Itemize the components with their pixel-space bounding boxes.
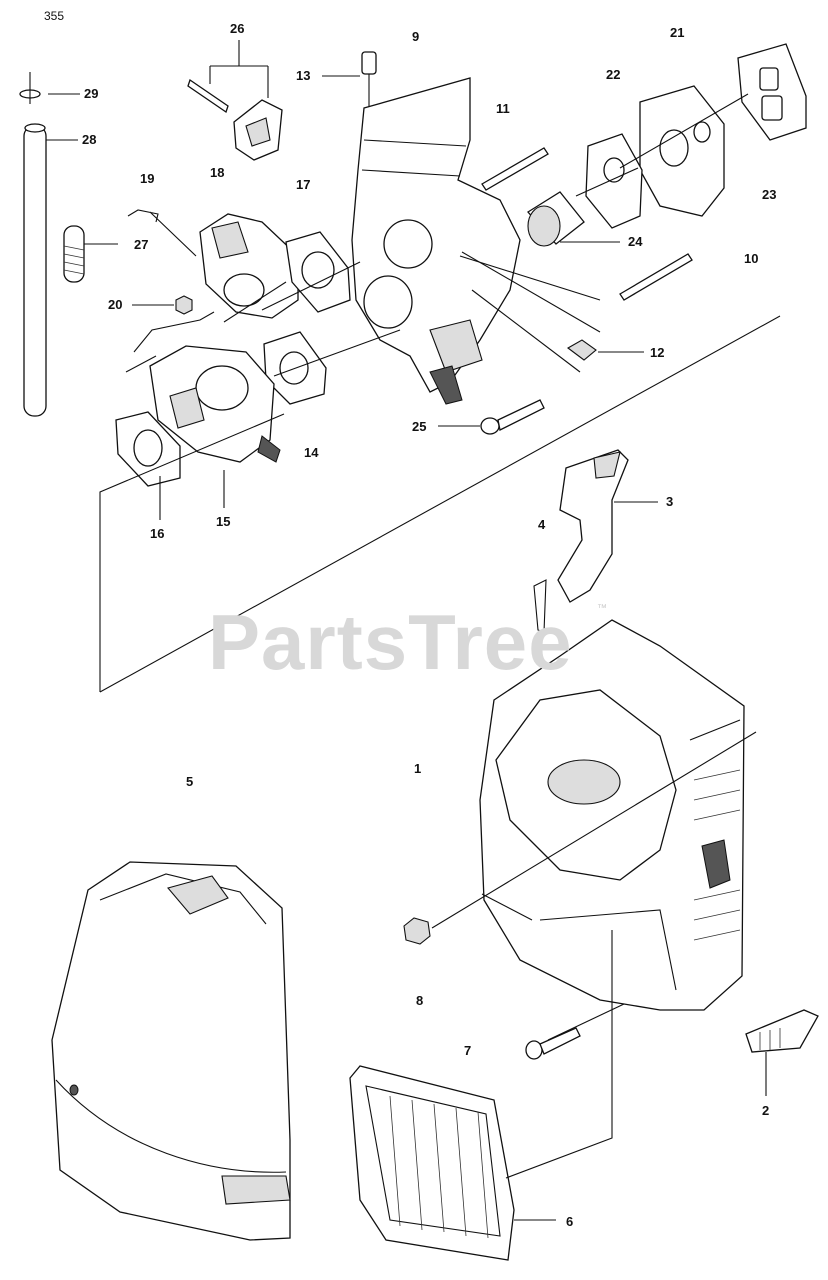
part-2-latch[interactable] bbox=[745, 1009, 819, 1096]
callout-12[interactable]: 12 bbox=[650, 345, 665, 360]
part-9-cylinder-housing[interactable] bbox=[351, 77, 521, 405]
part-21-gasket[interactable] bbox=[737, 43, 807, 141]
callout-10[interactable]: 10 bbox=[744, 251, 759, 266]
part-3-bracket[interactable] bbox=[557, 449, 658, 603]
callout-7[interactable]: 7 bbox=[464, 1043, 472, 1058]
callout-13[interactable]: 13 bbox=[296, 68, 311, 83]
callout-8[interactable]: 8 bbox=[416, 993, 424, 1008]
part-29-circlip[interactable] bbox=[19, 72, 80, 104]
callout-5[interactable]: 5 bbox=[186, 774, 194, 789]
part-4-pin[interactable] bbox=[533, 579, 547, 633]
callout-20[interactable]: 20 bbox=[108, 297, 123, 312]
part-5-cover[interactable] bbox=[51, 861, 291, 1241]
part-17-intake-adapter[interactable] bbox=[199, 213, 299, 319]
callout-28[interactable]: 28 bbox=[82, 132, 97, 147]
part-26-connector[interactable] bbox=[187, 40, 283, 161]
part-22-heat-shield[interactable] bbox=[639, 85, 725, 217]
callout-15[interactable]: 15 bbox=[216, 514, 231, 529]
part-6-filter-element[interactable] bbox=[349, 1065, 556, 1261]
part-27-spring[interactable] bbox=[63, 225, 118, 283]
callout-1[interactable]: 1 bbox=[414, 761, 422, 776]
callout-29[interactable]: 29 bbox=[84, 86, 99, 101]
callout-26[interactable]: 26 bbox=[230, 21, 245, 36]
callout-4[interactable]: 4 bbox=[538, 517, 546, 532]
callout-17[interactable]: 17 bbox=[296, 177, 311, 192]
callout-21[interactable]: 21 bbox=[670, 25, 685, 40]
callout-6[interactable]: 6 bbox=[566, 1214, 574, 1229]
part-8-nut[interactable] bbox=[403, 917, 431, 945]
part-25-bolt[interactable] bbox=[438, 399, 545, 435]
callout-27[interactable]: 27 bbox=[134, 237, 149, 252]
part-11-stud[interactable] bbox=[481, 147, 549, 191]
part-1-filter-housing[interactable] bbox=[479, 619, 745, 1011]
callout-14[interactable]: 14 bbox=[304, 445, 319, 460]
part-12-nut[interactable] bbox=[567, 339, 644, 361]
part-24-bearing[interactable] bbox=[527, 191, 620, 247]
trademark-symbol: ™ bbox=[597, 603, 607, 614]
callout-3[interactable]: 3 bbox=[666, 494, 674, 509]
part-14-carburettor[interactable] bbox=[125, 311, 281, 463]
callout-18[interactable]: 18 bbox=[210, 165, 225, 180]
assembly-leader-lines bbox=[99, 93, 781, 1179]
part-28-tube[interactable] bbox=[23, 123, 78, 417]
callout-23[interactable]: 23 bbox=[762, 187, 777, 202]
diagram-reference-number: 355 bbox=[44, 9, 65, 23]
part-10-stud[interactable] bbox=[619, 253, 693, 301]
part-16-gasket[interactable] bbox=[115, 411, 181, 487]
part-20-nut[interactable] bbox=[132, 295, 193, 315]
callout-9[interactable]: 9 bbox=[412, 29, 420, 44]
callout-2[interactable]: 2 bbox=[762, 1103, 770, 1118]
callout-25[interactable]: 25 bbox=[412, 419, 427, 434]
callout-24[interactable]: 24 bbox=[628, 234, 643, 249]
callout-16[interactable]: 16 bbox=[150, 526, 165, 541]
callout-22[interactable]: 22 bbox=[606, 67, 621, 82]
part-7-screw[interactable] bbox=[525, 1027, 581, 1060]
part-23-gasket[interactable] bbox=[585, 133, 643, 229]
callout-11[interactable]: 11 bbox=[496, 101, 510, 116]
callout-19[interactable]: 19 bbox=[140, 171, 155, 186]
part-19-clip[interactable] bbox=[127, 209, 197, 257]
partstree-watermark: PartsTree bbox=[208, 598, 573, 686]
